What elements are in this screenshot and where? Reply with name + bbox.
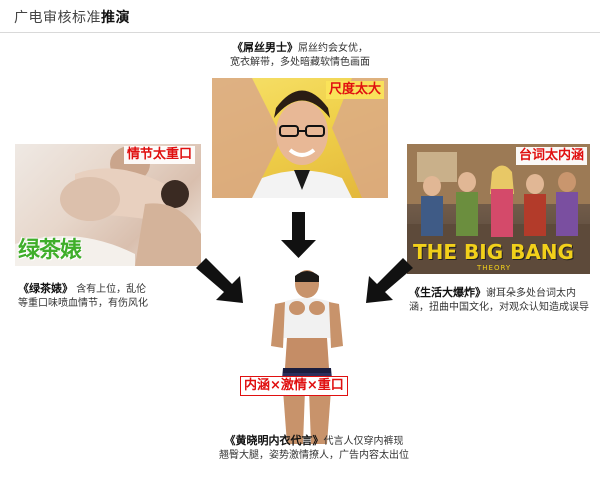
- tag-top-right: 台词太内涵: [515, 147, 587, 165]
- photo-lvchabiao: 情节太重口 绿茶婊: [15, 144, 201, 266]
- caption-left: 《绿茶婊》 含有上位，乱伦 等重口味喷血情节，有伤风化: [18, 282, 190, 311]
- lvchabiao-logo: 绿茶婊: [18, 238, 82, 263]
- caption-bottom-title: 《黄晓明内衣代言》: [224, 434, 324, 447]
- photo-diaosi-nanshi: 尺度太大: [212, 78, 388, 198]
- tag-top: 尺度太大: [325, 81, 384, 99]
- page-title-bold: 推演: [101, 10, 130, 26]
- caption-top-desc-2: 宽衣解带，多处暗藏软情色画面: [230, 57, 370, 68]
- tag-top-left: 情节太重口: [123, 146, 195, 164]
- caption-top: 《屌丝男士》屌丝约会女优， 宽衣解带，多处暗藏软情色画面: [210, 41, 390, 70]
- caption-bottom-desc-2: 翘臀大腿，姿势激情撩人，广告内容太出位: [219, 450, 409, 461]
- arrow-down-right-icon: [196, 258, 243, 303]
- photo-top-illustration: [212, 78, 388, 198]
- arrow-down-left-icon: [366, 258, 413, 303]
- caption-right: 《生活大爆炸》谢耳朵多处台词太内 涵，扭曲中国文化，对观众认知造成误导: [409, 286, 591, 315]
- caption-top-title: 《屌丝男士》: [232, 41, 298, 54]
- photo-big-bang-theory: 台词太内涵 THE BIG BANG THEORY: [407, 144, 590, 274]
- photo-bottom-illustration: [271, 270, 343, 444]
- big-bang-logo-sub: THEORY: [477, 264, 512, 272]
- big-bang-logo: THE BIG BANG: [413, 240, 574, 264]
- caption-bottom-desc-1: 代言人仅穿内裤现: [323, 436, 404, 447]
- caption-left-desc-1: 含有上位，乱伦: [76, 284, 147, 295]
- caption-left-title: 《绿茶婊》: [18, 282, 73, 295]
- caption-bottom: 《黄晓明内衣代言》代言人仅穿内裤现 翘臀大腿，姿势激情撩人，广告内容太出位: [214, 434, 414, 463]
- header-divider: [0, 32, 600, 33]
- caption-right-title: 《生活大爆炸》: [409, 286, 486, 299]
- page-title: 广电审核标准推演: [14, 7, 130, 27]
- page-title-light: 广电审核标准: [14, 10, 101, 26]
- caption-right-desc-2: 涵，扭曲中国文化，对观众认知造成误导: [409, 302, 589, 313]
- caption-top-desc-1: 屌丝约会女优，: [298, 43, 368, 54]
- tag-bottom: 内涵×激情×重口: [240, 376, 348, 396]
- caption-right-desc-1: 谢耳朵多处台词太内: [486, 288, 576, 299]
- caption-left-desc-2: 等重口味喷血情节，有伤风化: [18, 298, 148, 309]
- arrow-down-icon: [281, 212, 316, 258]
- photo-huang-xiaoming: [253, 268, 361, 444]
